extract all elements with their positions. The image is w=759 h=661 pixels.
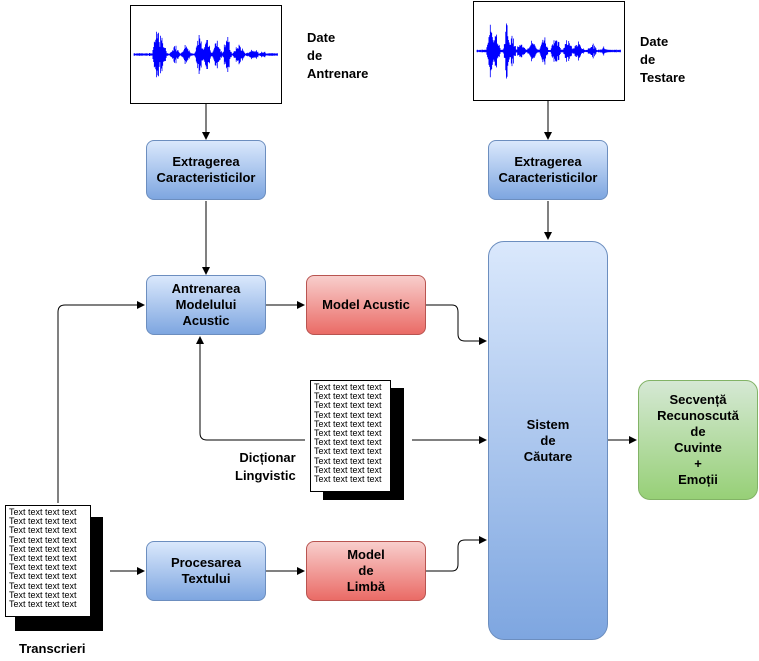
feature-extraction-test-box: Extragerea Caracteristicilor — [488, 140, 608, 200]
document-line: Text text text text — [9, 571, 77, 582]
document-line: Text text text text — [9, 589, 77, 600]
search-system-box: Sistem de Căutare — [488, 241, 608, 640]
arrow-transcripts-to-training — [57, 301, 145, 503]
training-data-label: Date de Antrenare — [307, 30, 369, 81]
document-line: Text text text text — [9, 580, 77, 591]
language-model-box: Model de Limbă — [306, 541, 426, 601]
document-line: Text text text text — [9, 562, 77, 573]
acoustic-model-training-box: Antrenarea Modelului Acustic — [146, 275, 266, 335]
document-line: Text text text text — [9, 516, 77, 527]
document-line: Text text text text — [9, 543, 77, 554]
document-line: Text text text text — [9, 599, 77, 610]
waveform-icon — [133, 31, 278, 78]
output-box: Secvență Recunoscută de Cuvinte + Emoții — [638, 380, 758, 500]
transcripts-document: Text text text text Text text text text … — [5, 505, 91, 617]
arrow-language-model-to-search — [426, 536, 487, 572]
document-line: Text text text text — [314, 446, 382, 457]
document-line: Text text text text — [9, 507, 77, 517]
document-line: Text text text text — [314, 437, 382, 448]
training-waveform-image — [130, 5, 282, 104]
waveform-icon — [476, 23, 621, 79]
testing-data-label: Date de Testare — [640, 34, 686, 85]
transcripts-label: Transcrieri — [19, 641, 86, 656]
document-line: Text text text text — [314, 428, 382, 439]
arrow-acoustic-model-to-search — [426, 304, 487, 345]
document-line: Text text text text — [314, 474, 382, 485]
document-line: Text text text text — [9, 525, 77, 536]
document-line: Text text text text — [314, 400, 382, 411]
document-line: Text text text text — [314, 418, 382, 429]
testing-waveform-image — [473, 1, 625, 101]
feature-extraction-train-box: Extragerea Caracteristicilor — [146, 140, 266, 200]
document-line: Text text text text — [314, 409, 382, 420]
acoustic-model-box: Model Acustic — [306, 275, 426, 335]
document-line: Text text text text — [314, 382, 382, 392]
document-line: Text text text text — [314, 391, 382, 402]
dictionary-document-stack: Text text text text Text text text text … — [310, 380, 404, 500]
dictionary-label: Dicționar Lingvistic — [235, 450, 296, 483]
transcripts-document-stack: Text text text text Text text text text … — [5, 505, 103, 631]
document-line: Text text text text — [9, 534, 77, 545]
arrow-dictionary-to-training — [196, 336, 305, 441]
document-line: Text text text text — [314, 455, 382, 466]
text-processing-box: Procesarea Textului — [146, 541, 266, 601]
dictionary-document: Text text text text Text text text text … — [310, 380, 391, 492]
document-line: Text text text text — [9, 553, 77, 564]
document-line: Text text text text — [314, 464, 382, 475]
